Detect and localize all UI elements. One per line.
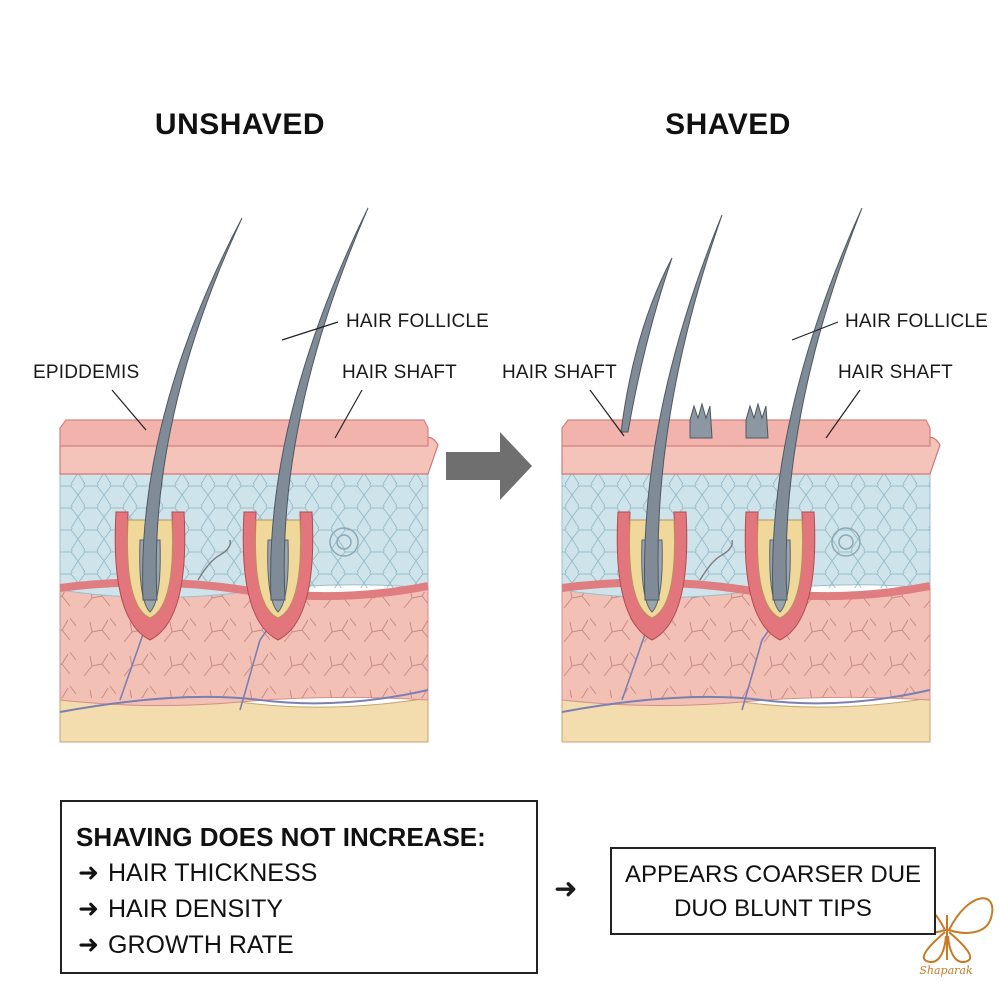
epidermis-label: EPIDDEMIS [33, 362, 140, 383]
shaved-title: SHAVED [665, 108, 791, 141]
hair-shaft [270, 207, 369, 601]
summary-heading: SHAVING DOES NOT INCREASE: [76, 822, 486, 852]
summary-item-label: HAIR DENSITY [108, 895, 284, 923]
blood-vessel [561, 689, 931, 713]
unshaved-skin-panel [59, 207, 439, 743]
shaved-skin-panel [561, 207, 941, 743]
conclusion-line: DUO BLUNT TIPS [674, 895, 872, 922]
arrow-right-icon: ➜ [78, 931, 99, 959]
summary-item: ➜ GROWTH RATE [78, 930, 294, 960]
summary-item-label: GROWTH RATE [108, 931, 294, 959]
summary-item-label: HAIR THICKNESS [108, 859, 318, 887]
hair-shaft [142, 217, 243, 601]
summary-item: ➜ HAIR THICKNESS [78, 858, 317, 888]
leader-lines-left [111, 321, 363, 439]
arrow-right-icon: ➜ [78, 859, 99, 887]
hair-shaft [644, 214, 723, 601]
nerve [197, 539, 231, 581]
hair-follicle-label-left: HAIR FOLLICLE [346, 311, 490, 332]
summary-box: SHAVING DOES NOT INCREASE: ➜ HAIR THICKNE… [60, 800, 538, 974]
watermark-text: Shaparak [919, 964, 973, 977]
arrow-right-icon: ➜ [78, 895, 99, 923]
epidermis-layer [59, 419, 429, 447]
blunt-stubble-tip [689, 402, 713, 439]
sweat-gland [831, 527, 861, 557]
conclusion-arrow-icon: ➜ [554, 873, 578, 904]
summary-item: ➜ HAIR DENSITY [78, 894, 283, 924]
transition-arrow-icon [446, 432, 532, 500]
sweat-gland [329, 527, 359, 557]
blunt-stubble-tip [745, 402, 769, 439]
conclusion-line: APPEARS COARSER DUE [624, 861, 922, 888]
hair-follicle-label-right: HAIR FOLLICLE [845, 311, 989, 332]
hair-shaft [772, 207, 863, 601]
nerve [699, 539, 733, 581]
unshaved-title: UNSHAVED [154, 108, 326, 141]
hair-shaft-label-right: HAIR SHAFT [838, 362, 953, 383]
hair-shaft-label-left: HAIR SHAFT [342, 362, 457, 383]
blood-vessel [59, 689, 429, 713]
hair-shaft-label-shaved: HAIR SHAFT [502, 362, 617, 383]
hair-shaft [620, 257, 673, 433]
leader-lines-right [589, 321, 861, 439]
conclusion-box: APPEARS COARSER DUE DUO BLUNT TIPS [610, 847, 936, 935]
